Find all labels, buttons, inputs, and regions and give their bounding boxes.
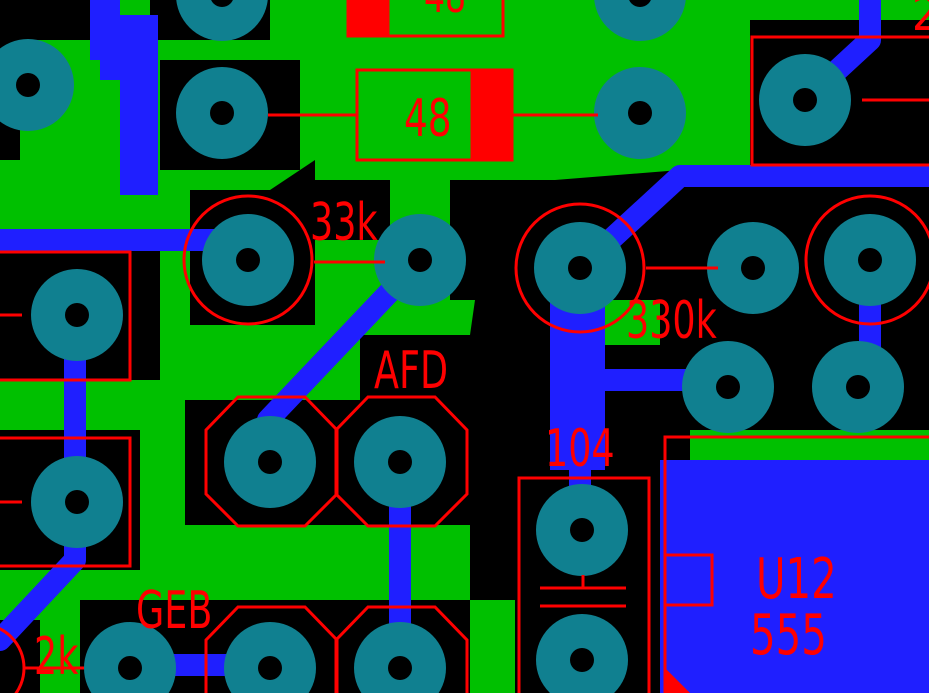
label-104: 104 [545, 418, 615, 478]
label-2k: 2k [34, 626, 79, 686]
pad [354, 416, 446, 508]
label-afd: AFD [374, 340, 448, 400]
pad [594, 0, 686, 41]
label-geb: GEB [136, 580, 212, 640]
pad [0, 39, 74, 131]
pad [534, 222, 626, 314]
label-33k: 33k [310, 192, 378, 252]
pad [31, 456, 123, 548]
label-555: 555 [750, 602, 827, 667]
pad [707, 222, 799, 314]
pad [176, 0, 268, 41]
pad [354, 622, 446, 693]
label-330k: 330k [626, 290, 717, 350]
pad [202, 214, 294, 306]
label-r-top: 48 [424, 0, 466, 23]
ic-pin1-marker [665, 668, 690, 693]
pad [759, 54, 851, 146]
pad [812, 341, 904, 433]
pad [176, 67, 268, 159]
pad [536, 484, 628, 576]
pad [224, 416, 316, 508]
pad [31, 269, 123, 361]
pad [824, 214, 916, 306]
silkscreen-labels: 48 48 33k 330k AFD 104 U12 555 GEB 2k 2 [34, 0, 929, 686]
pad [84, 622, 176, 693]
trace-blocks [90, 0, 929, 693]
pad [682, 341, 774, 433]
pad [224, 622, 316, 693]
pad [594, 67, 686, 159]
label-r-48: 48 [404, 89, 452, 150]
label-u12: U12 [756, 546, 837, 611]
pad [536, 614, 628, 693]
pad [374, 214, 466, 306]
label-corner: 2 [912, 0, 929, 41]
